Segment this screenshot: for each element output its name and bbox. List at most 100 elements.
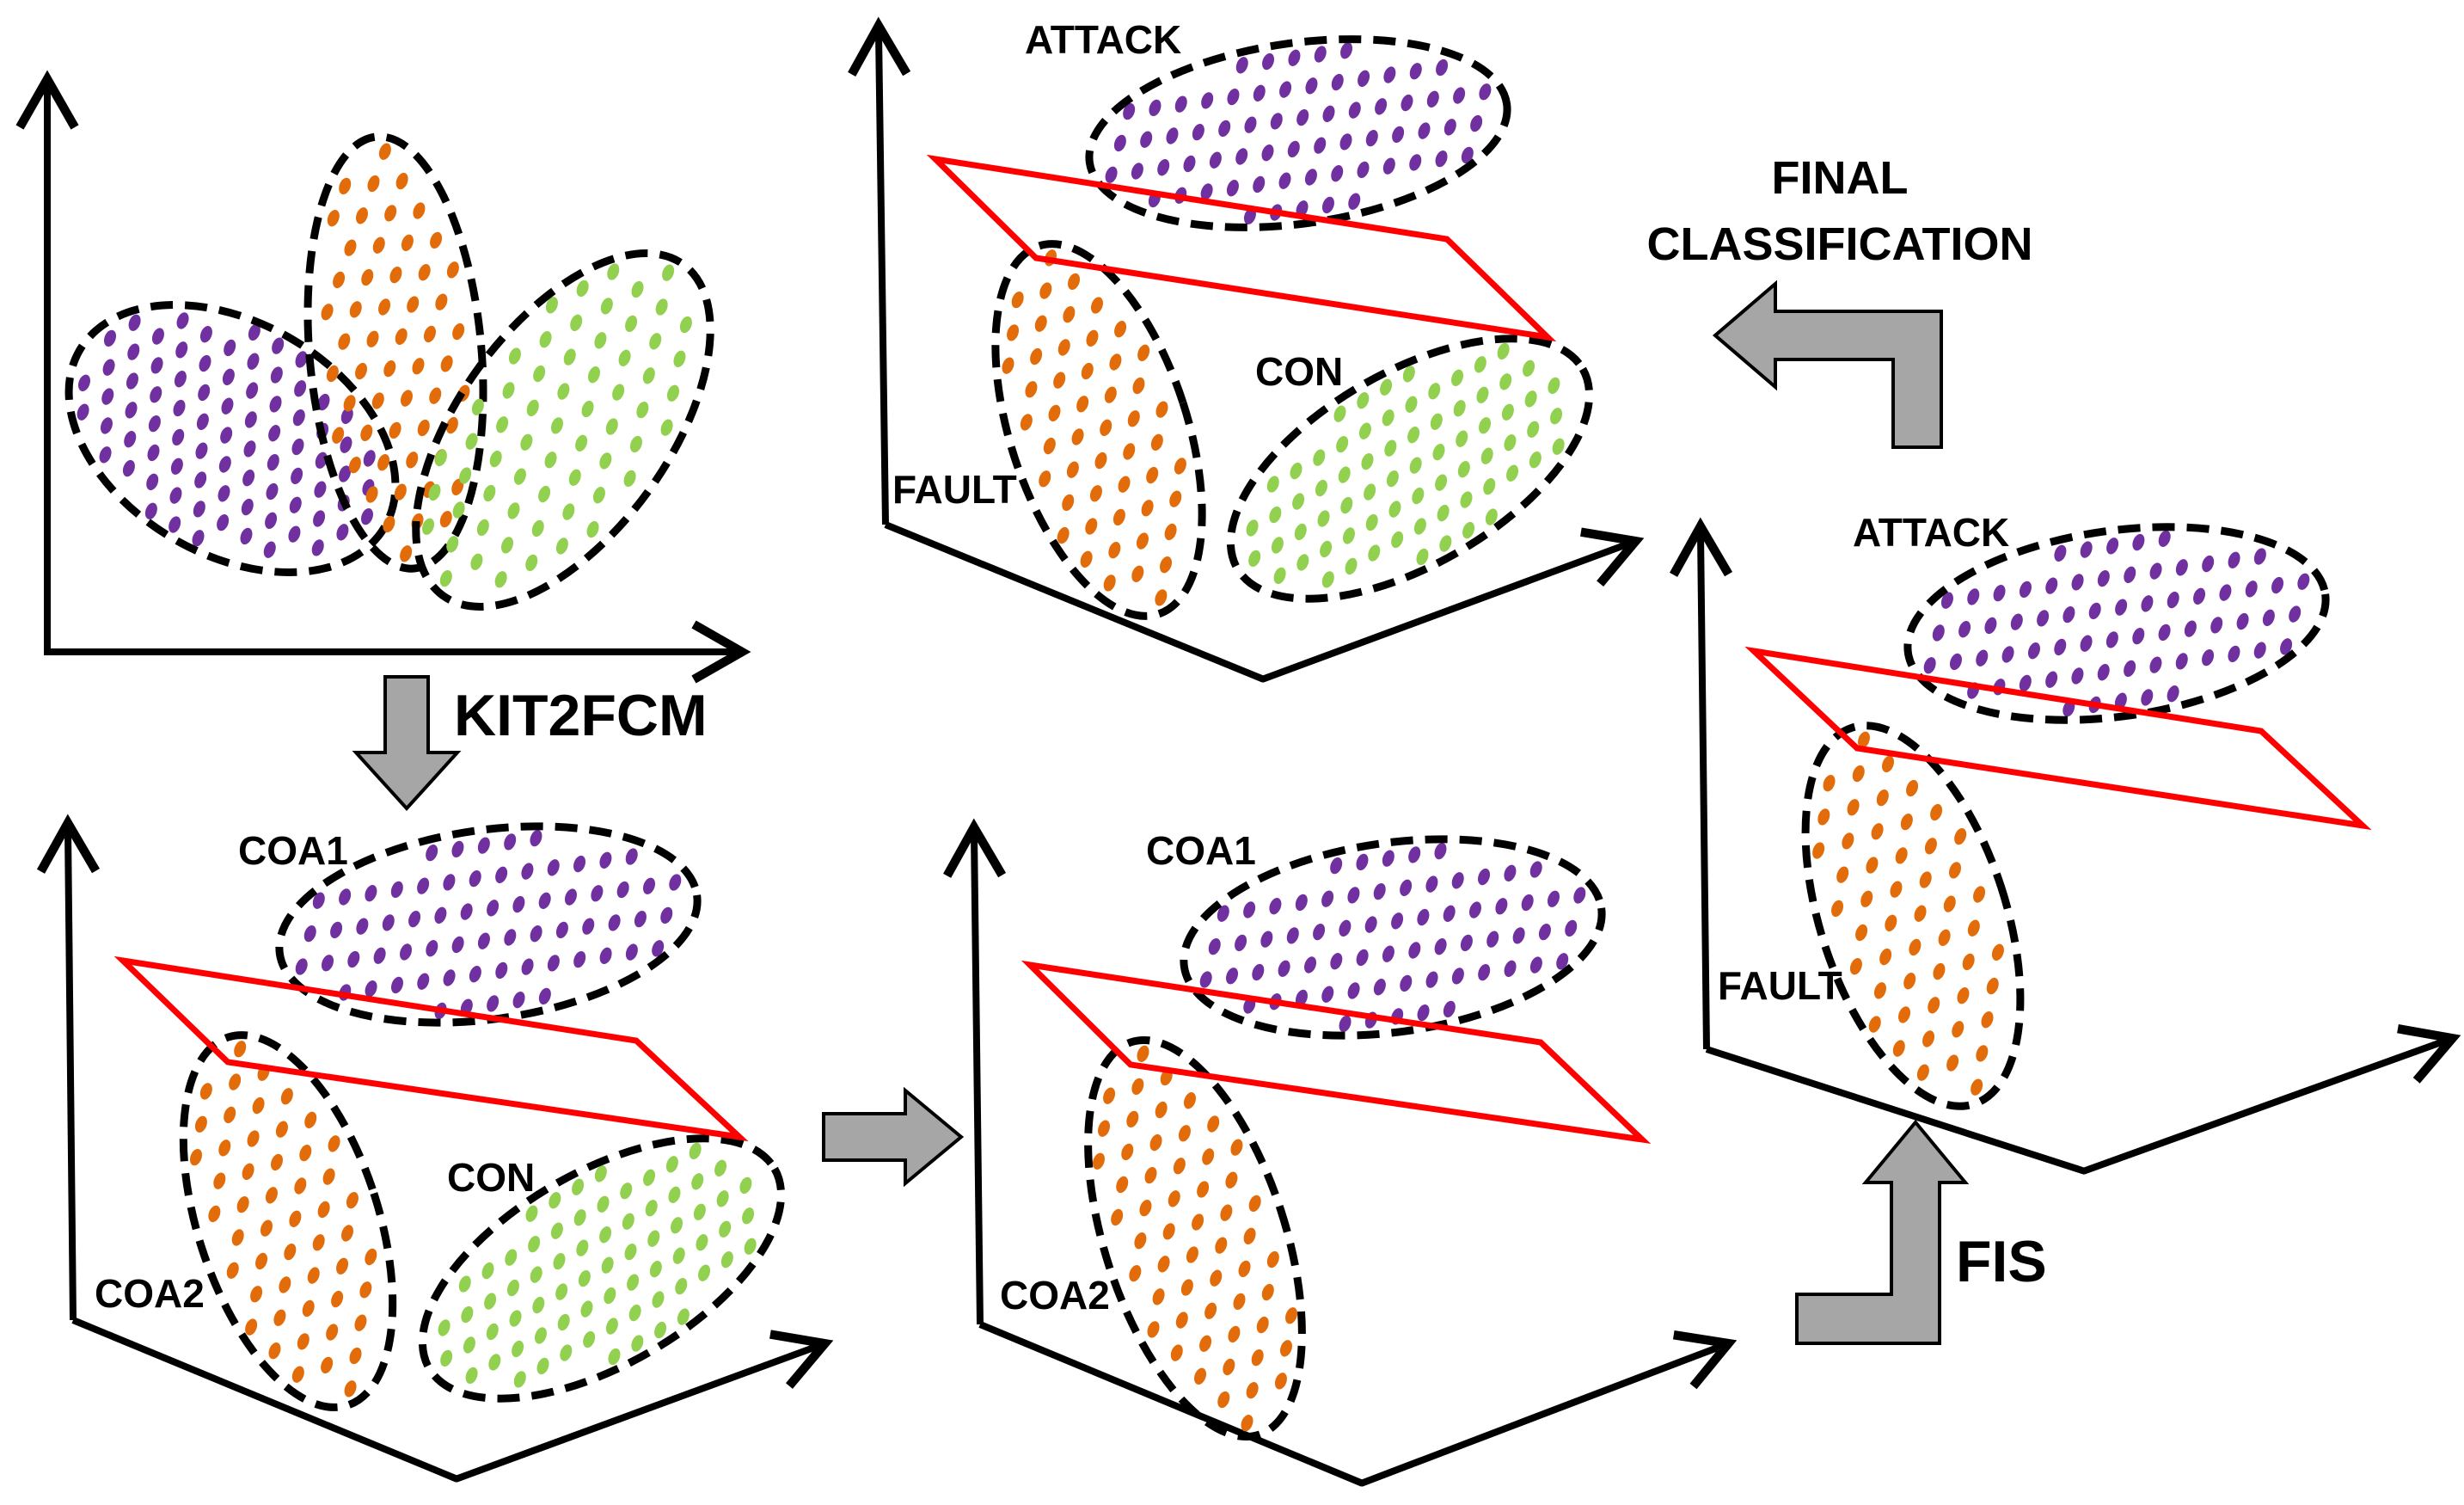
data-point bbox=[1296, 200, 1309, 218]
data-point bbox=[1413, 518, 1426, 535]
data-point bbox=[289, 1210, 302, 1227]
data-point bbox=[545, 297, 558, 314]
data-point bbox=[400, 943, 413, 961]
data-point bbox=[2167, 685, 2179, 703]
data-point bbox=[645, 1200, 658, 1217]
data-point bbox=[1270, 113, 1283, 130]
data-point bbox=[150, 357, 163, 374]
data-point bbox=[1246, 519, 1259, 537]
data-point bbox=[1382, 409, 1394, 427]
fis-label: FIS bbox=[1956, 1229, 2047, 1294]
data-point bbox=[557, 383, 570, 400]
data-point bbox=[1504, 864, 1517, 882]
data-point bbox=[1256, 1316, 1269, 1334]
data-point bbox=[1294, 523, 1307, 541]
data-point bbox=[100, 417, 113, 434]
data-point bbox=[1202, 1148, 1215, 1165]
data-point bbox=[1279, 81, 1292, 98]
data-point bbox=[148, 415, 161, 433]
data-point bbox=[512, 1340, 524, 1358]
cluster-boundary bbox=[1903, 523, 2330, 724]
data-point bbox=[488, 1354, 501, 1371]
data-point bbox=[536, 1357, 549, 1375]
data-point bbox=[1460, 934, 1473, 952]
data-point bbox=[506, 1279, 519, 1297]
data-point bbox=[102, 359, 115, 376]
data-point bbox=[1218, 120, 1231, 138]
data-point bbox=[544, 452, 557, 469]
data-point bbox=[312, 892, 325, 909]
data-point bbox=[1443, 905, 1456, 922]
data-point bbox=[1550, 408, 1563, 425]
data-point bbox=[1144, 1166, 1157, 1184]
data-point bbox=[1116, 1176, 1129, 1194]
x-axis bbox=[454, 1330, 834, 1483]
coa2-label: COA2 bbox=[95, 1271, 205, 1316]
data-point bbox=[1336, 435, 1349, 453]
data-point bbox=[231, 1229, 244, 1246]
data-point bbox=[1485, 508, 1498, 525]
data-point bbox=[371, 392, 384, 409]
data-point bbox=[547, 955, 560, 972]
data-point bbox=[284, 1243, 297, 1261]
data-point bbox=[716, 1190, 729, 1207]
data-point bbox=[1538, 923, 1551, 941]
data-point bbox=[1233, 1293, 1246, 1311]
attack-cluster bbox=[1085, 35, 1511, 231]
data-point bbox=[359, 1281, 372, 1299]
data-point bbox=[1461, 146, 1474, 164]
data-point bbox=[1478, 868, 1491, 886]
data-point bbox=[1483, 477, 1496, 495]
data-point bbox=[1228, 1325, 1241, 1343]
data-point bbox=[1499, 373, 1512, 390]
data-point bbox=[739, 1176, 752, 1195]
kit2fcm-label: KIT2FCM bbox=[454, 683, 708, 748]
data-point bbox=[1002, 357, 1014, 374]
data-point bbox=[244, 411, 257, 428]
data-point bbox=[530, 925, 542, 943]
data-point bbox=[1416, 548, 1429, 566]
data-point bbox=[1296, 554, 1309, 571]
data-point bbox=[170, 458, 183, 475]
data-point bbox=[383, 515, 395, 533]
data-point bbox=[1439, 535, 1452, 552]
data-point bbox=[2115, 599, 2128, 616]
data-point bbox=[1973, 886, 1986, 903]
data-point bbox=[547, 859, 560, 876]
data-point bbox=[1076, 396, 1089, 413]
data-point bbox=[317, 1201, 330, 1219]
data-point bbox=[394, 483, 407, 501]
data-point bbox=[1121, 1143, 1134, 1161]
data-point bbox=[1388, 501, 1401, 518]
data-point bbox=[1226, 180, 1239, 197]
cluster-boundary bbox=[1180, 835, 1606, 1040]
data-point bbox=[247, 1130, 260, 1147]
data-point bbox=[575, 434, 588, 452]
data-point bbox=[294, 380, 307, 397]
data-point bbox=[1435, 474, 1448, 491]
data-point bbox=[696, 1234, 708, 1251]
data-point bbox=[1924, 838, 1937, 855]
data-point bbox=[1063, 305, 1076, 323]
data-point bbox=[605, 1318, 618, 1335]
data-point bbox=[443, 874, 456, 891]
data-point bbox=[1831, 900, 1844, 918]
data-point bbox=[127, 343, 140, 360]
data-point bbox=[1407, 427, 1420, 444]
data-point bbox=[302, 1299, 315, 1318]
data-point bbox=[508, 347, 521, 365]
data-point bbox=[1220, 1204, 1233, 1221]
data-point bbox=[1504, 434, 1517, 452]
data-point bbox=[1501, 403, 1514, 421]
data-point bbox=[151, 328, 164, 345]
data-point bbox=[192, 530, 205, 547]
data-point bbox=[1380, 378, 1393, 396]
data-point bbox=[255, 1252, 268, 1270]
data-point bbox=[288, 525, 301, 543]
data-point bbox=[322, 1168, 335, 1185]
data-point bbox=[1180, 1279, 1193, 1296]
data-point bbox=[340, 436, 352, 453]
data-point bbox=[1118, 476, 1131, 493]
data-point bbox=[355, 362, 368, 380]
data-point bbox=[460, 903, 473, 920]
